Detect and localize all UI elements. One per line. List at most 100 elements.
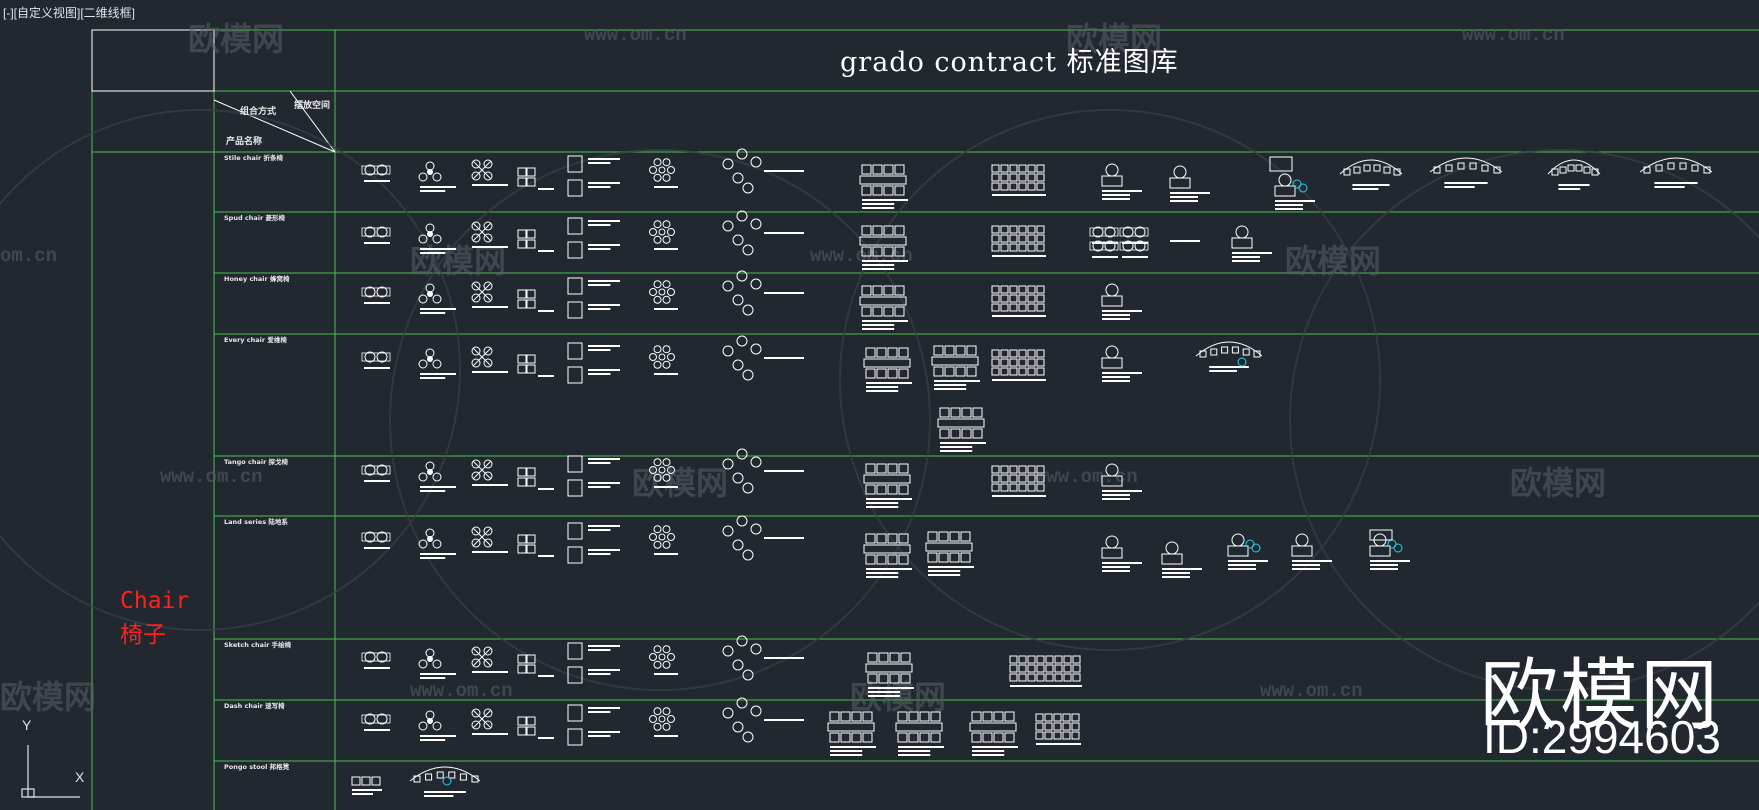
text-line bbox=[588, 158, 620, 160]
round-symbol bbox=[1122, 226, 1134, 238]
text-line bbox=[1352, 184, 1390, 186]
round-symbol bbox=[483, 471, 493, 481]
chair-symbol bbox=[1027, 173, 1036, 182]
round-symbol bbox=[471, 293, 481, 303]
chair-symbol bbox=[1027, 465, 1036, 474]
text-line bbox=[1102, 562, 1142, 564]
row-name-spud: Spud chair 菱形椅 bbox=[224, 214, 285, 222]
round-symbol bbox=[376, 351, 388, 363]
round-symbol bbox=[653, 235, 662, 244]
round-symbol bbox=[418, 359, 428, 369]
chair-symbol bbox=[861, 306, 872, 317]
chair-symbol bbox=[883, 246, 894, 257]
text-line bbox=[992, 255, 1046, 257]
round-symbol bbox=[722, 158, 734, 170]
round-symbol bbox=[742, 731, 754, 743]
text-line bbox=[420, 735, 456, 737]
round-symbol bbox=[653, 220, 662, 229]
chair-symbol bbox=[883, 306, 894, 317]
round-symbol bbox=[432, 172, 442, 182]
round-symbol bbox=[471, 471, 481, 481]
round-symbol bbox=[1092, 226, 1104, 238]
chair-symbol bbox=[991, 164, 1000, 173]
round-symbol bbox=[425, 710, 435, 720]
round-symbol bbox=[376, 164, 388, 176]
chair-symbol bbox=[933, 366, 944, 377]
text-line bbox=[862, 264, 895, 266]
chair-symbol bbox=[1035, 713, 1044, 722]
text-line bbox=[764, 170, 804, 172]
row-name-land: Land series 陆地系 bbox=[224, 518, 288, 526]
round-symbol bbox=[1134, 240, 1146, 252]
chair-symbol bbox=[1009, 483, 1018, 492]
round-symbol bbox=[1292, 179, 1302, 189]
chair-symbol bbox=[1383, 166, 1391, 174]
chair-symbol bbox=[1054, 664, 1063, 673]
chair-symbol bbox=[471, 775, 479, 783]
chair-symbol bbox=[1071, 722, 1080, 731]
text-line bbox=[420, 677, 446, 679]
chair-symbol bbox=[1045, 655, 1054, 664]
chair-symbol bbox=[887, 484, 898, 495]
text-line bbox=[866, 506, 899, 508]
text-line bbox=[588, 482, 620, 484]
chair-symbol bbox=[1027, 367, 1036, 376]
text-line bbox=[1352, 188, 1379, 190]
round-symbol bbox=[750, 218, 762, 230]
text-line bbox=[764, 357, 804, 359]
round-symbol bbox=[736, 210, 748, 222]
round-symbol bbox=[662, 173, 671, 182]
text-line bbox=[588, 186, 611, 188]
chair-symbol bbox=[829, 732, 840, 743]
watermark-brand: 欧模网 bbox=[1510, 465, 1607, 501]
chair-symbol bbox=[829, 711, 840, 722]
chair-symbol bbox=[361, 776, 371, 786]
chair-symbol bbox=[908, 732, 919, 743]
text-line bbox=[764, 232, 804, 234]
text-line bbox=[1275, 200, 1315, 202]
chair-symbol bbox=[861, 185, 872, 196]
round-symbol bbox=[736, 515, 748, 527]
round-symbol bbox=[649, 533, 657, 541]
header-diagonal-1 bbox=[213, 99, 336, 153]
round-symbol bbox=[662, 158, 671, 167]
text-line bbox=[1558, 184, 1590, 186]
category-label-cn: 椅子 bbox=[120, 622, 166, 648]
text-line bbox=[588, 735, 611, 737]
round-symbol bbox=[1122, 240, 1134, 252]
text-line bbox=[588, 553, 611, 555]
text-line bbox=[588, 284, 611, 286]
round-symbol bbox=[1251, 543, 1261, 553]
chair-symbol bbox=[1445, 164, 1453, 172]
chair-symbol bbox=[1703, 166, 1711, 174]
chair-symbol bbox=[1018, 664, 1027, 673]
viewport-controls-label[interactable]: [-][自定义视图][二维线框] bbox=[3, 6, 136, 20]
round-symbol bbox=[649, 166, 657, 174]
chair-symbol bbox=[1018, 173, 1027, 182]
chair-symbol bbox=[459, 773, 467, 781]
round-symbol bbox=[653, 345, 662, 354]
chair-symbol bbox=[517, 299, 527, 309]
round-symbol bbox=[662, 220, 671, 229]
round-symbol bbox=[471, 233, 481, 243]
round-symbol bbox=[425, 161, 435, 171]
round-symbol bbox=[649, 653, 657, 661]
text-line bbox=[364, 242, 390, 244]
chair-symbol bbox=[526, 534, 536, 544]
text-line bbox=[588, 549, 620, 551]
round-symbol bbox=[732, 172, 744, 184]
text-line bbox=[898, 754, 931, 756]
round-symbol bbox=[1245, 539, 1255, 549]
text-line bbox=[866, 498, 912, 500]
chair-symbol bbox=[991, 349, 1000, 358]
text-line bbox=[1102, 194, 1130, 196]
chair-symbol bbox=[898, 368, 909, 379]
chair-symbol bbox=[1072, 655, 1081, 664]
round-symbol bbox=[742, 482, 754, 494]
round-symbol bbox=[483, 221, 493, 231]
round-symbol bbox=[364, 351, 376, 363]
chair-symbol bbox=[1009, 164, 1018, 173]
text-line bbox=[472, 484, 508, 486]
chair-symbol bbox=[991, 474, 1000, 483]
